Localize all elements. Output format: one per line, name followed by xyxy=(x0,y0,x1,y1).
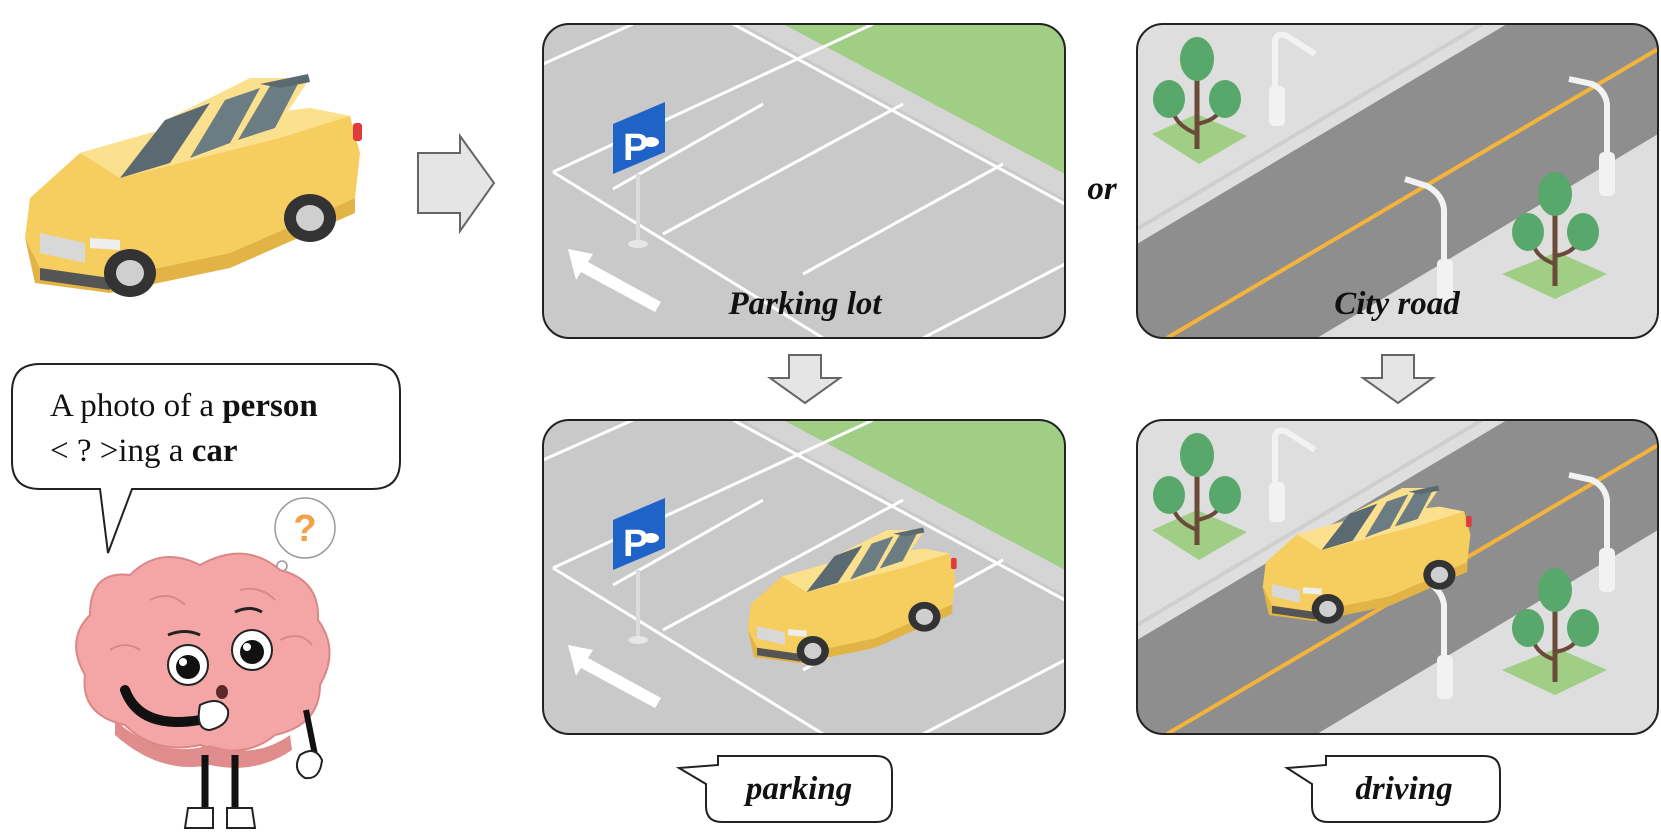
down-arrow-icon xyxy=(766,354,844,405)
brain-character xyxy=(75,552,331,829)
city-road-label: City road xyxy=(1334,286,1460,322)
down-arrow-icon xyxy=(1359,354,1437,405)
city-road-panel: City road xyxy=(1136,23,1659,339)
prompt-speech-bubble: A photo of a person < ? >ing a car xyxy=(11,363,401,554)
or-connector: or xyxy=(1087,171,1118,207)
parking-lot-label: Parking lot xyxy=(727,286,882,322)
right-arrow-icon xyxy=(417,132,496,235)
driving-result-panel xyxy=(1136,419,1659,735)
prompt-line-2: < ? >ing a car xyxy=(50,433,237,469)
prompt-line-1: A photo of a person xyxy=(50,388,318,424)
question-mark-icon: ? xyxy=(293,508,316,550)
car-illustration xyxy=(25,74,362,297)
parking-action-bubble: parking xyxy=(675,754,893,823)
parking-action-label: parking xyxy=(743,771,852,807)
driving-action-label: driving xyxy=(1355,771,1452,807)
driving-action-bubble: driving xyxy=(1283,755,1501,823)
parking-result-panel xyxy=(542,419,1066,735)
parking-lot-panel: Parking lot xyxy=(542,23,1066,339)
thought-bubble: ? xyxy=(274,497,336,572)
